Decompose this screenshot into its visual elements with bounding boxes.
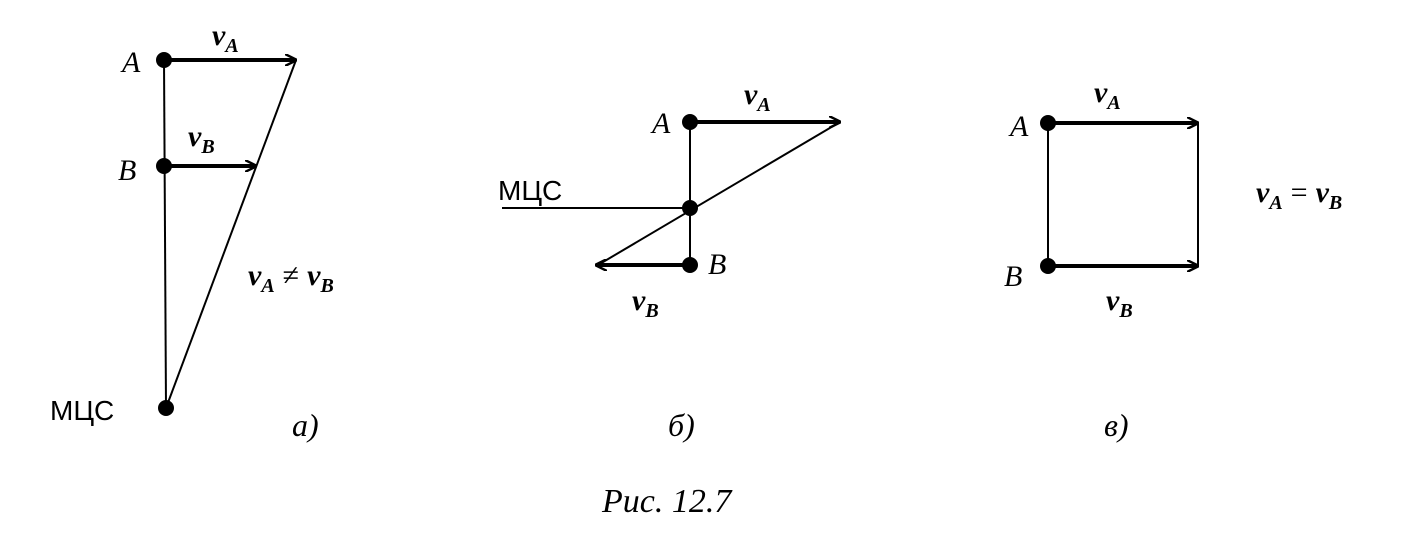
icv-label: МЦС — [50, 395, 114, 426]
point-b-dot — [682, 257, 698, 273]
velocity-b-label: vB — [632, 284, 659, 322]
velocity-b-label: vB — [1106, 284, 1133, 322]
velocity-a-label: vA — [212, 19, 239, 57]
point-b-label: B — [708, 248, 726, 281]
panel-a-label: а) — [292, 407, 319, 443]
point-b-dot — [1040, 258, 1056, 274]
velocity-distribution-line — [597, 121, 841, 266]
figure-caption: Рис. 12.7 — [601, 483, 733, 520]
point-b-label: B — [1004, 260, 1022, 293]
point-a-label: A — [1008, 110, 1029, 143]
relation-c-label: vA=vB — [1256, 176, 1342, 214]
icv-dot — [158, 400, 174, 416]
point-a-label: A — [650, 107, 671, 140]
velocity-b-label: vB — [188, 120, 215, 158]
relation-a-label: vA≠vB — [248, 259, 334, 297]
point-a-dot — [1040, 115, 1056, 131]
icv-label: МЦС — [498, 175, 562, 206]
velocity-a-label: vA — [1094, 76, 1121, 114]
point-a-dot — [156, 52, 172, 68]
panel-a: A B МЦС vA vB vA≠vB а) — [50, 19, 334, 443]
panel-c-label: в) — [1104, 407, 1129, 443]
panel-b: A B МЦС vA vB б) — [498, 78, 840, 443]
point-a-dot — [682, 114, 698, 130]
point-b-dot — [156, 158, 172, 174]
velocity-a-label: vA — [744, 78, 771, 116]
icv-dot — [682, 200, 698, 216]
point-a-label: A — [120, 46, 141, 79]
point-b-label: B — [118, 154, 136, 187]
panel-b-label: б) — [668, 407, 695, 443]
body-segment-a — [163, 59, 167, 409]
velocity-distribution-line — [165, 59, 297, 409]
panel-c: A B vA vB vA=vB в) — [1004, 76, 1342, 443]
